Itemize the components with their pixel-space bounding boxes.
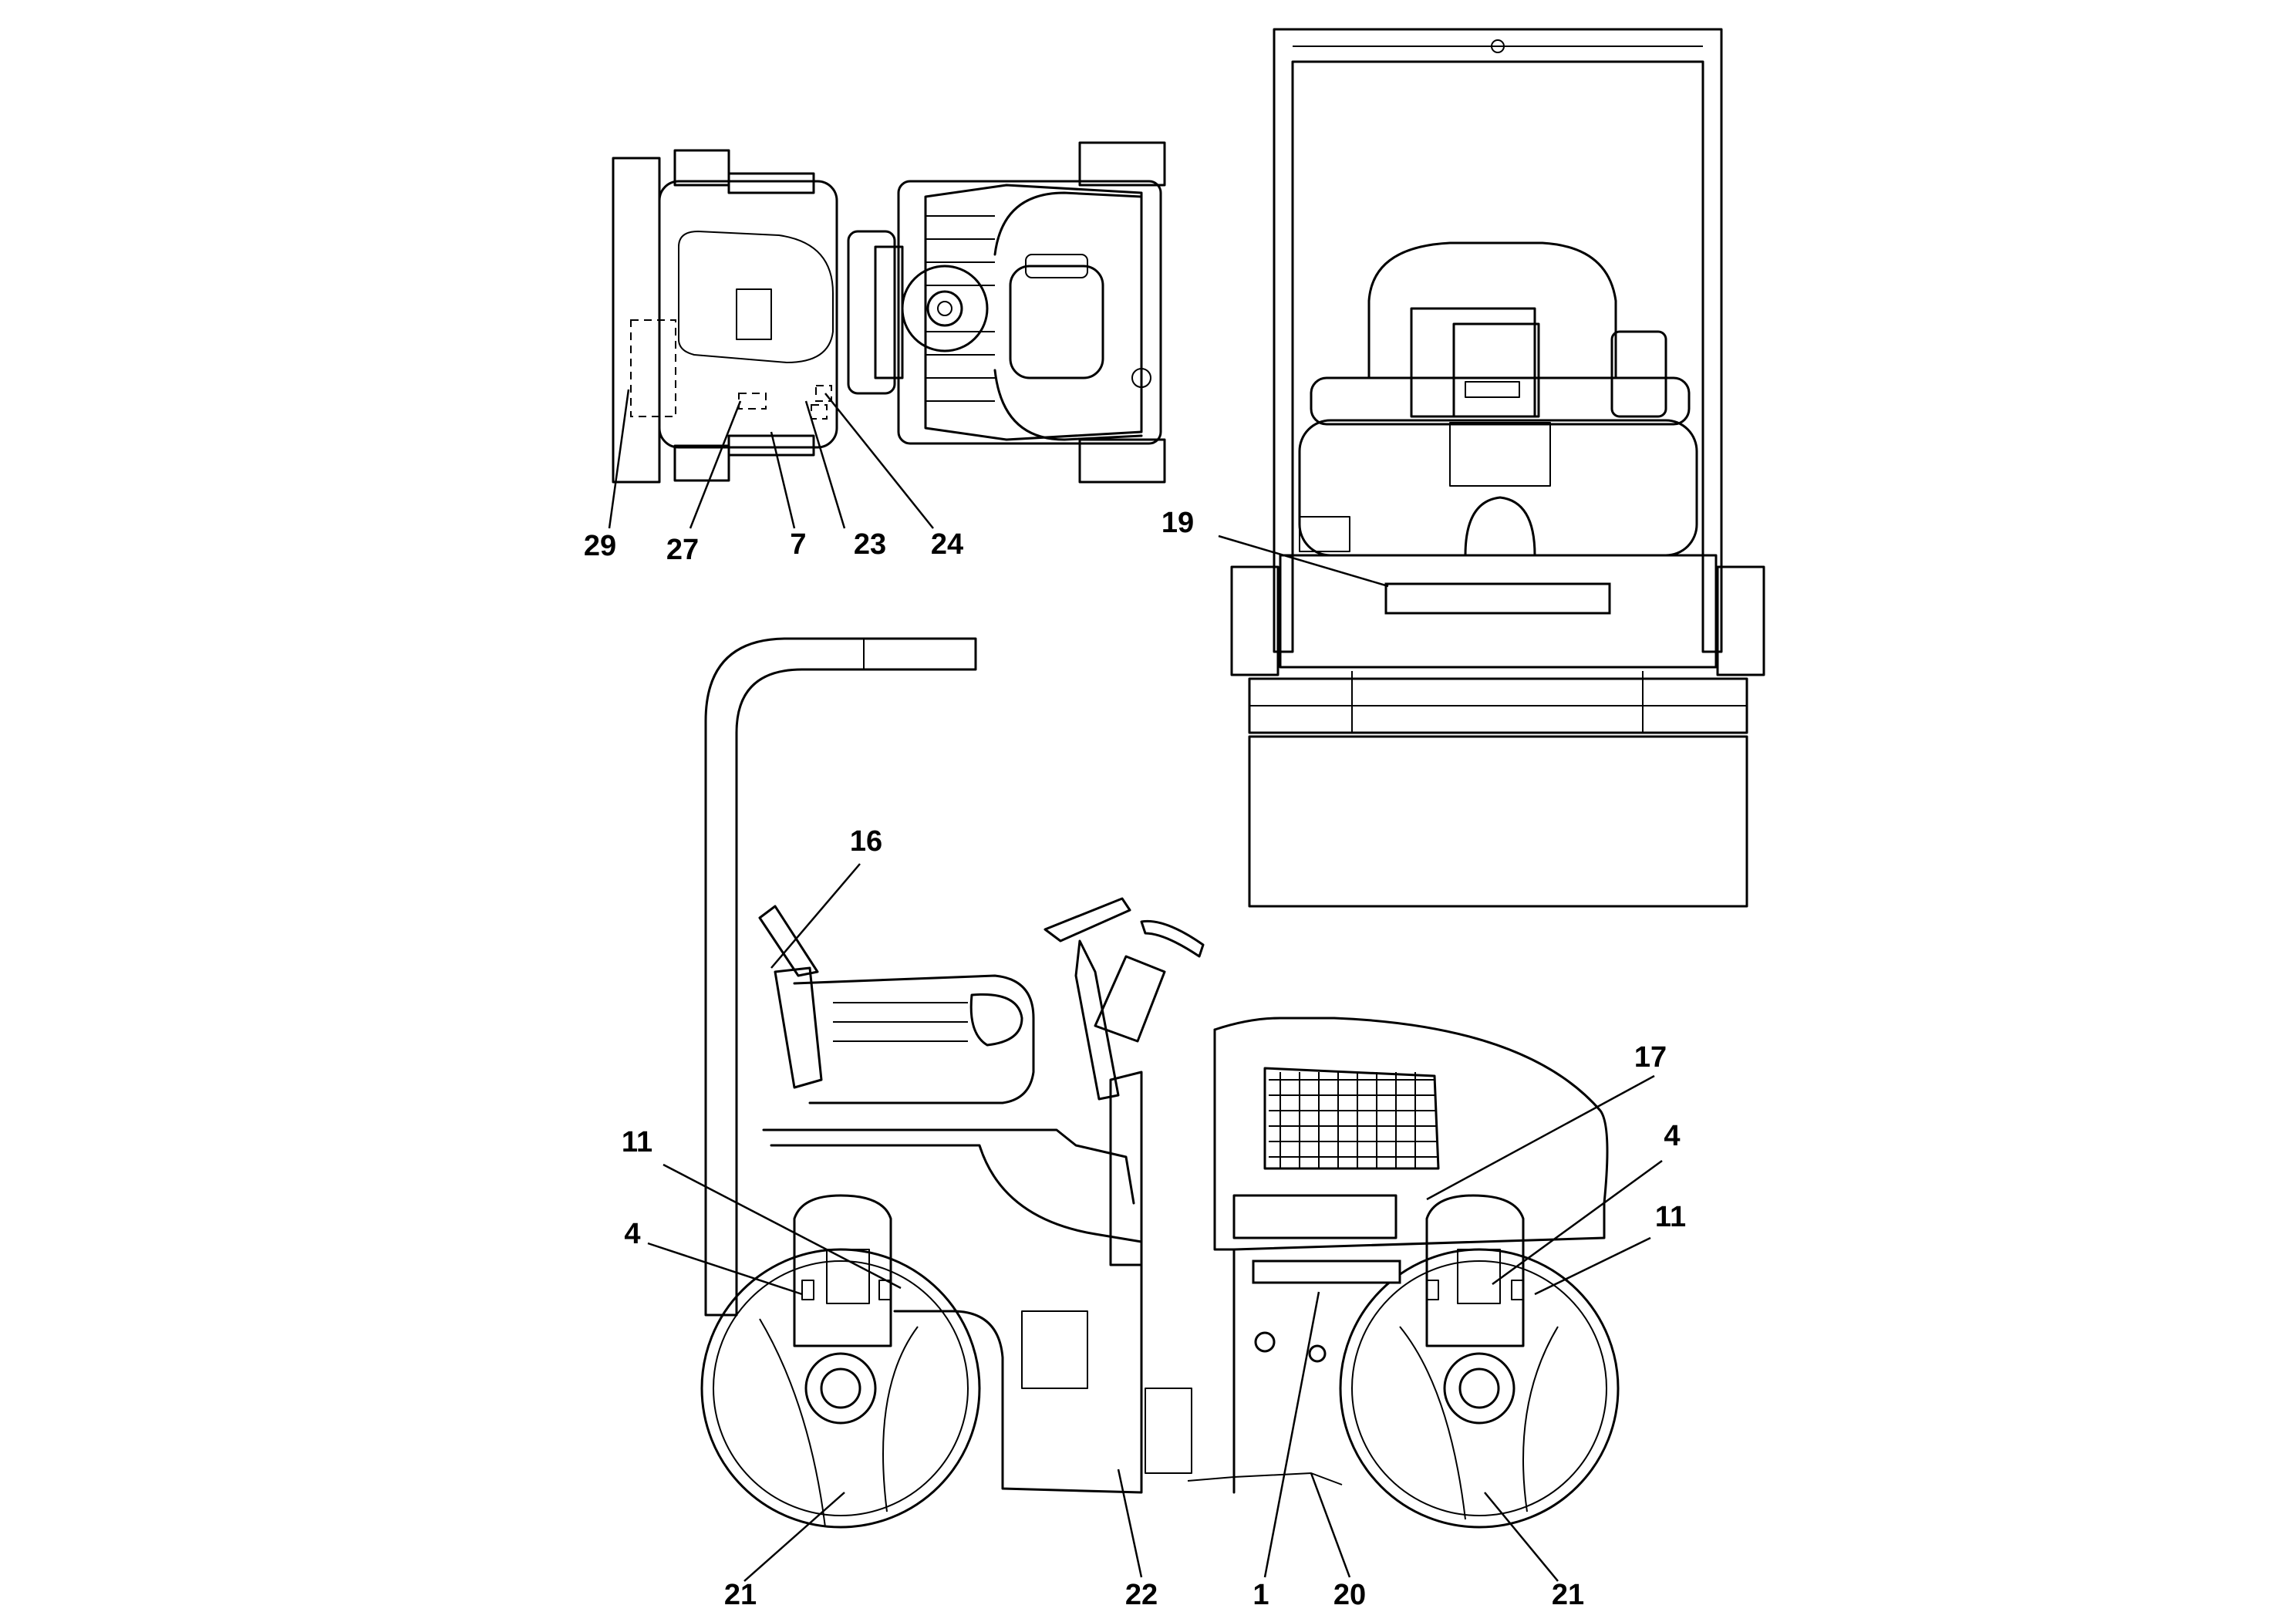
side-view (700, 637, 1620, 1529)
callout-4-left: 4 (624, 1218, 640, 1250)
callout-23: 23 (854, 528, 886, 561)
callout-4-right: 4 (1664, 1120, 1680, 1152)
callout-1: 1 (1253, 1579, 1269, 1611)
callout-numbers: 29 27 7 23 24 19 16 17 11 4 4 11 21 22 1… (584, 507, 1686, 1611)
callout-24: 24 (931, 528, 963, 561)
leader-lines (608, 389, 1663, 1582)
top-view (612, 141, 1166, 484)
callout-27: 27 (666, 534, 699, 566)
callout-22: 22 (1125, 1579, 1158, 1611)
callout-21-right: 21 (1552, 1579, 1584, 1611)
callout-17: 17 (1634, 1041, 1667, 1074)
callout-7: 7 (790, 528, 806, 561)
callout-16: 16 (850, 825, 882, 858)
front-view (1230, 28, 1765, 908)
callout-19: 19 (1161, 507, 1194, 539)
engine-grille-mesh (1269, 1072, 1437, 1168)
callout-11-left: 11 (622, 1126, 652, 1158)
callout-20: 20 (1333, 1579, 1366, 1611)
callout-21-left: 21 (724, 1579, 757, 1611)
callout-29: 29 (584, 530, 616, 562)
callout-11-right: 11 (1655, 1201, 1686, 1233)
